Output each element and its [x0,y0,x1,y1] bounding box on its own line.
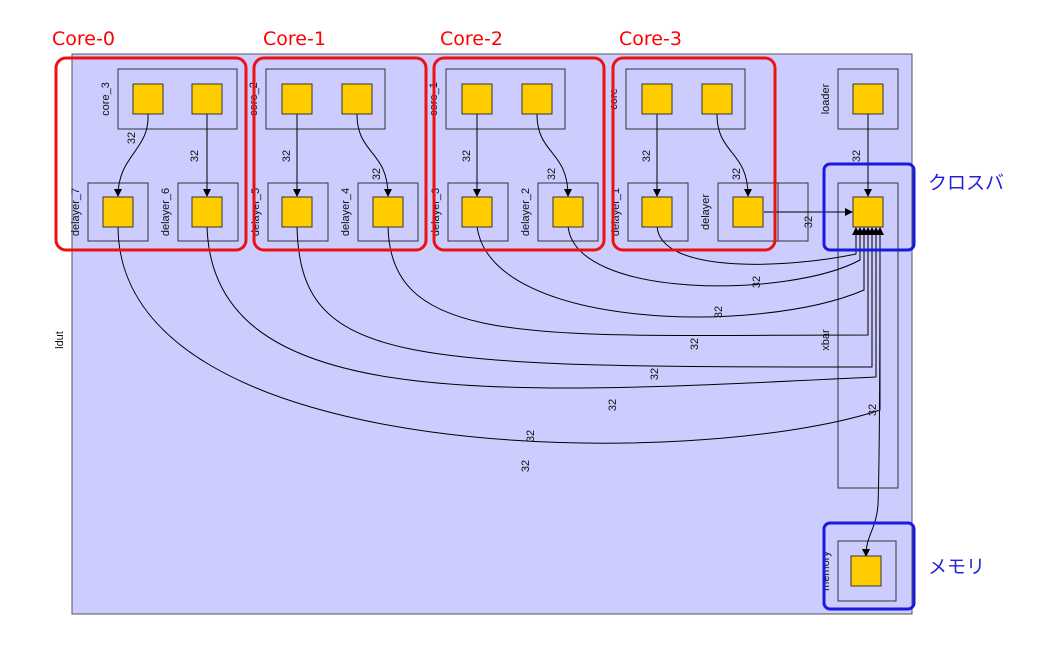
delayer-4-label: delayer_4 [340,188,352,236]
bus-label: 32 [649,368,661,380]
core-3-label: core_3 [100,82,112,116]
port-core0-out0 [641,83,673,115]
wire-core3-delayer7 [114,113,149,197]
bus-label: 32 [689,338,701,350]
bus-label: 32 [867,404,879,416]
memory-module [837,540,897,602]
port-delayer1 [641,196,673,228]
bus-label: 32 [641,150,653,162]
port-core2-out1 [341,83,373,115]
wire-core1-delayer2 [536,113,572,197]
port-delayer5 [281,196,313,228]
port-delayer0 [732,196,764,228]
port-xbar [852,196,884,228]
bus-label: 32 [461,150,473,162]
wire-delayer5-xbar [296,225,876,368]
core-2-annotation: Core-2 [440,28,503,50]
port-core2-out0 [281,83,313,115]
delayer-7-label: delayer_7 [70,188,82,236]
wires [114,113,884,557]
wire-delayer4-xbar [387,225,872,337]
crossbar-frame [822,162,916,252]
core-0-annotation: Core-0 [52,28,115,50]
wire-delayer6-xbar [206,225,880,389]
delayer-4-module [357,182,419,242]
core-2-frame [432,56,606,252]
bus-label: 32 [525,430,537,442]
bus-label: 32 [803,216,815,228]
wire-delayer3-xbar [476,225,868,318]
bus-label: 32 [751,276,763,288]
bus-label: 32 [281,150,293,162]
bus-width-labels: 32 32 32 32 32 32 32 32 32 32 32 32 32 3… [126,132,879,472]
port-delayer2 [552,196,584,228]
delayer-0-label: delayer [700,194,712,230]
crossbar-annotation: クロスバ [928,172,1005,194]
core-3-annotation: Core-3 [619,28,682,50]
bus-label: 32 [520,460,532,472]
port-delayer4 [372,196,404,228]
bus-label: 32 [126,132,138,144]
delayer-5-label: delayer_5 [250,188,262,236]
core-3-frame [611,56,777,252]
memory-annotation: メモリ [928,556,986,578]
delayer-2-module [537,182,599,242]
core-1-frame [252,56,428,252]
port-loader [852,83,884,115]
bus-label: 32 [851,150,863,162]
wire-delayer2-xbar [567,225,864,287]
delayer-7-module [87,182,149,242]
delayer-3-label: delayer_3 [430,188,442,236]
delayer-3-module [447,182,509,242]
highlight-frames [54,56,916,611]
delayer-1-module [627,182,689,242]
port-delayer6 [191,196,223,228]
wire-delayer1-xbar [656,225,860,265]
port-core0-out1 [701,83,733,115]
bus-label: 32 [607,399,619,411]
delayer-2-label: delayer_2 [520,188,532,236]
port-core3-out1 [191,83,223,115]
delayer-6-label: delayer_6 [160,188,172,236]
ports [102,83,884,587]
port-core1-out0 [461,83,493,115]
xbar-label: xbar [820,329,832,351]
port-delayer3 [461,196,493,228]
port-core3-out0 [132,83,164,115]
wire-delayer7-xbar [117,225,884,444]
port-core1-out1 [521,83,553,115]
memory-label: memory [820,551,832,591]
core-0-module [625,68,746,130]
wire-core0-delayer0 [716,113,752,197]
wire-xbar-memory [862,227,881,557]
bus-label: 32 [189,150,201,162]
memory-frame [822,521,916,611]
ldut-frame [71,53,913,615]
wire-core2-delayer4 [356,113,392,197]
port-memory [850,555,882,587]
loader-label: loader [820,83,832,114]
bus-label: 32 [731,168,743,180]
core-2-module [265,68,386,130]
bus-label: 32 [546,168,558,180]
bus-label: 32 [713,306,725,318]
bus-label: 32 [371,168,383,180]
core-1-module [445,68,566,130]
port-delayer7 [102,196,134,228]
ldut-label: ldut [54,331,66,349]
core-0-frame [54,56,248,252]
core-1-annotation: Core-1 [263,28,326,50]
core-3-module [117,68,238,130]
